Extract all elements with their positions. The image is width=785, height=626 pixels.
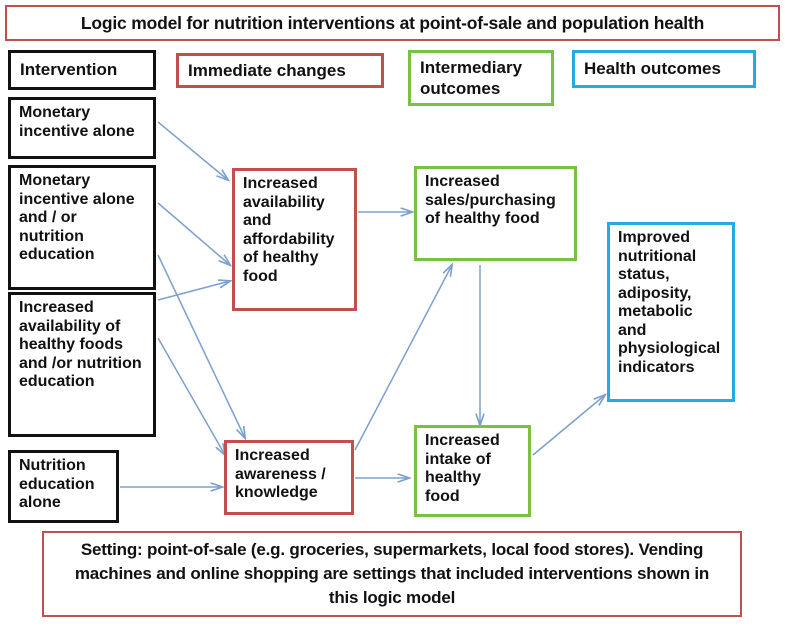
column-header-health-outcomes: Health outcomes — [572, 50, 756, 88]
arrow-monetary-alone-to-avail — [157, 121, 228, 180]
node-increased-availability-or-education-label: Increased availability of healthy foods … — [19, 299, 142, 391]
node-increased-availability-affordability: Increased availability and affordability… — [232, 168, 357, 311]
node-monetary-incentive-alone-label: Monetary incentive alone — [19, 104, 135, 140]
setting-note: Setting: point-of-sale (e.g. groceries, … — [42, 531, 742, 617]
arrow-monetary-or-edu-to-avail — [157, 202, 230, 265]
column-header-intermediary-outcomes: Intermediary outcomes — [408, 50, 554, 106]
node-increased-awareness-knowledge: Increased awareness / knowledge — [224, 440, 354, 515]
node-increased-sales-purchasing-label: Increased sales/purchasing of healthy fo… — [425, 173, 556, 228]
node-monetary-incentive-alone: Monetary incentive alone — [8, 97, 156, 159]
column-header-immediate-changes: Immediate changes — [176, 53, 384, 88]
node-increased-availability-affordability-label: Increased availability and affordability… — [243, 175, 335, 285]
node-improved-nutritional-status-label: Improved nutritional status, adiposity, … — [618, 229, 721, 376]
arrow-avail-or-edu-to-avail — [157, 281, 230, 301]
page-title: Logic model for nutrition interventions … — [5, 5, 780, 41]
node-improved-nutritional-status: Improved nutritional status, adiposity, … — [607, 222, 735, 402]
node-increased-intake-healthy-food: Increased intake of healthy food — [414, 425, 531, 517]
column-header-intervention-label: Intervention — [20, 60, 118, 80]
node-increased-awareness-knowledge-label: Increased awareness / knowledge — [235, 447, 326, 502]
node-increased-sales-purchasing: Increased sales/purchasing of healthy fo… — [414, 166, 577, 261]
column-header-intervention: Intervention — [8, 50, 156, 90]
node-nutrition-education-alone: Nutrition education alone — [8, 450, 119, 523]
node-increased-intake-healthy-food-label: Increased intake of healthy food — [425, 432, 500, 505]
node-monetary-incentive-or-education: Monetary incentive alone and / or nutrit… — [8, 165, 156, 290]
arrow-intake-to-improved — [532, 395, 605, 456]
column-header-intermediary-outcomes-label: Intermediary outcomes — [420, 57, 523, 98]
node-monetary-incentive-or-education-label: Monetary incentive alone and / or nutrit… — [19, 172, 135, 264]
column-header-health-outcomes-label: Health outcomes — [584, 59, 721, 79]
column-header-immediate-changes-label: Immediate changes — [188, 60, 346, 80]
node-increased-availability-or-education: Increased availability of healthy foods … — [8, 292, 156, 437]
arrow-avail-or-edu-to-awareness — [157, 337, 225, 455]
arrow-awareness-to-sales — [354, 265, 452, 451]
node-nutrition-education-alone-label: Nutrition education alone — [19, 457, 95, 512]
